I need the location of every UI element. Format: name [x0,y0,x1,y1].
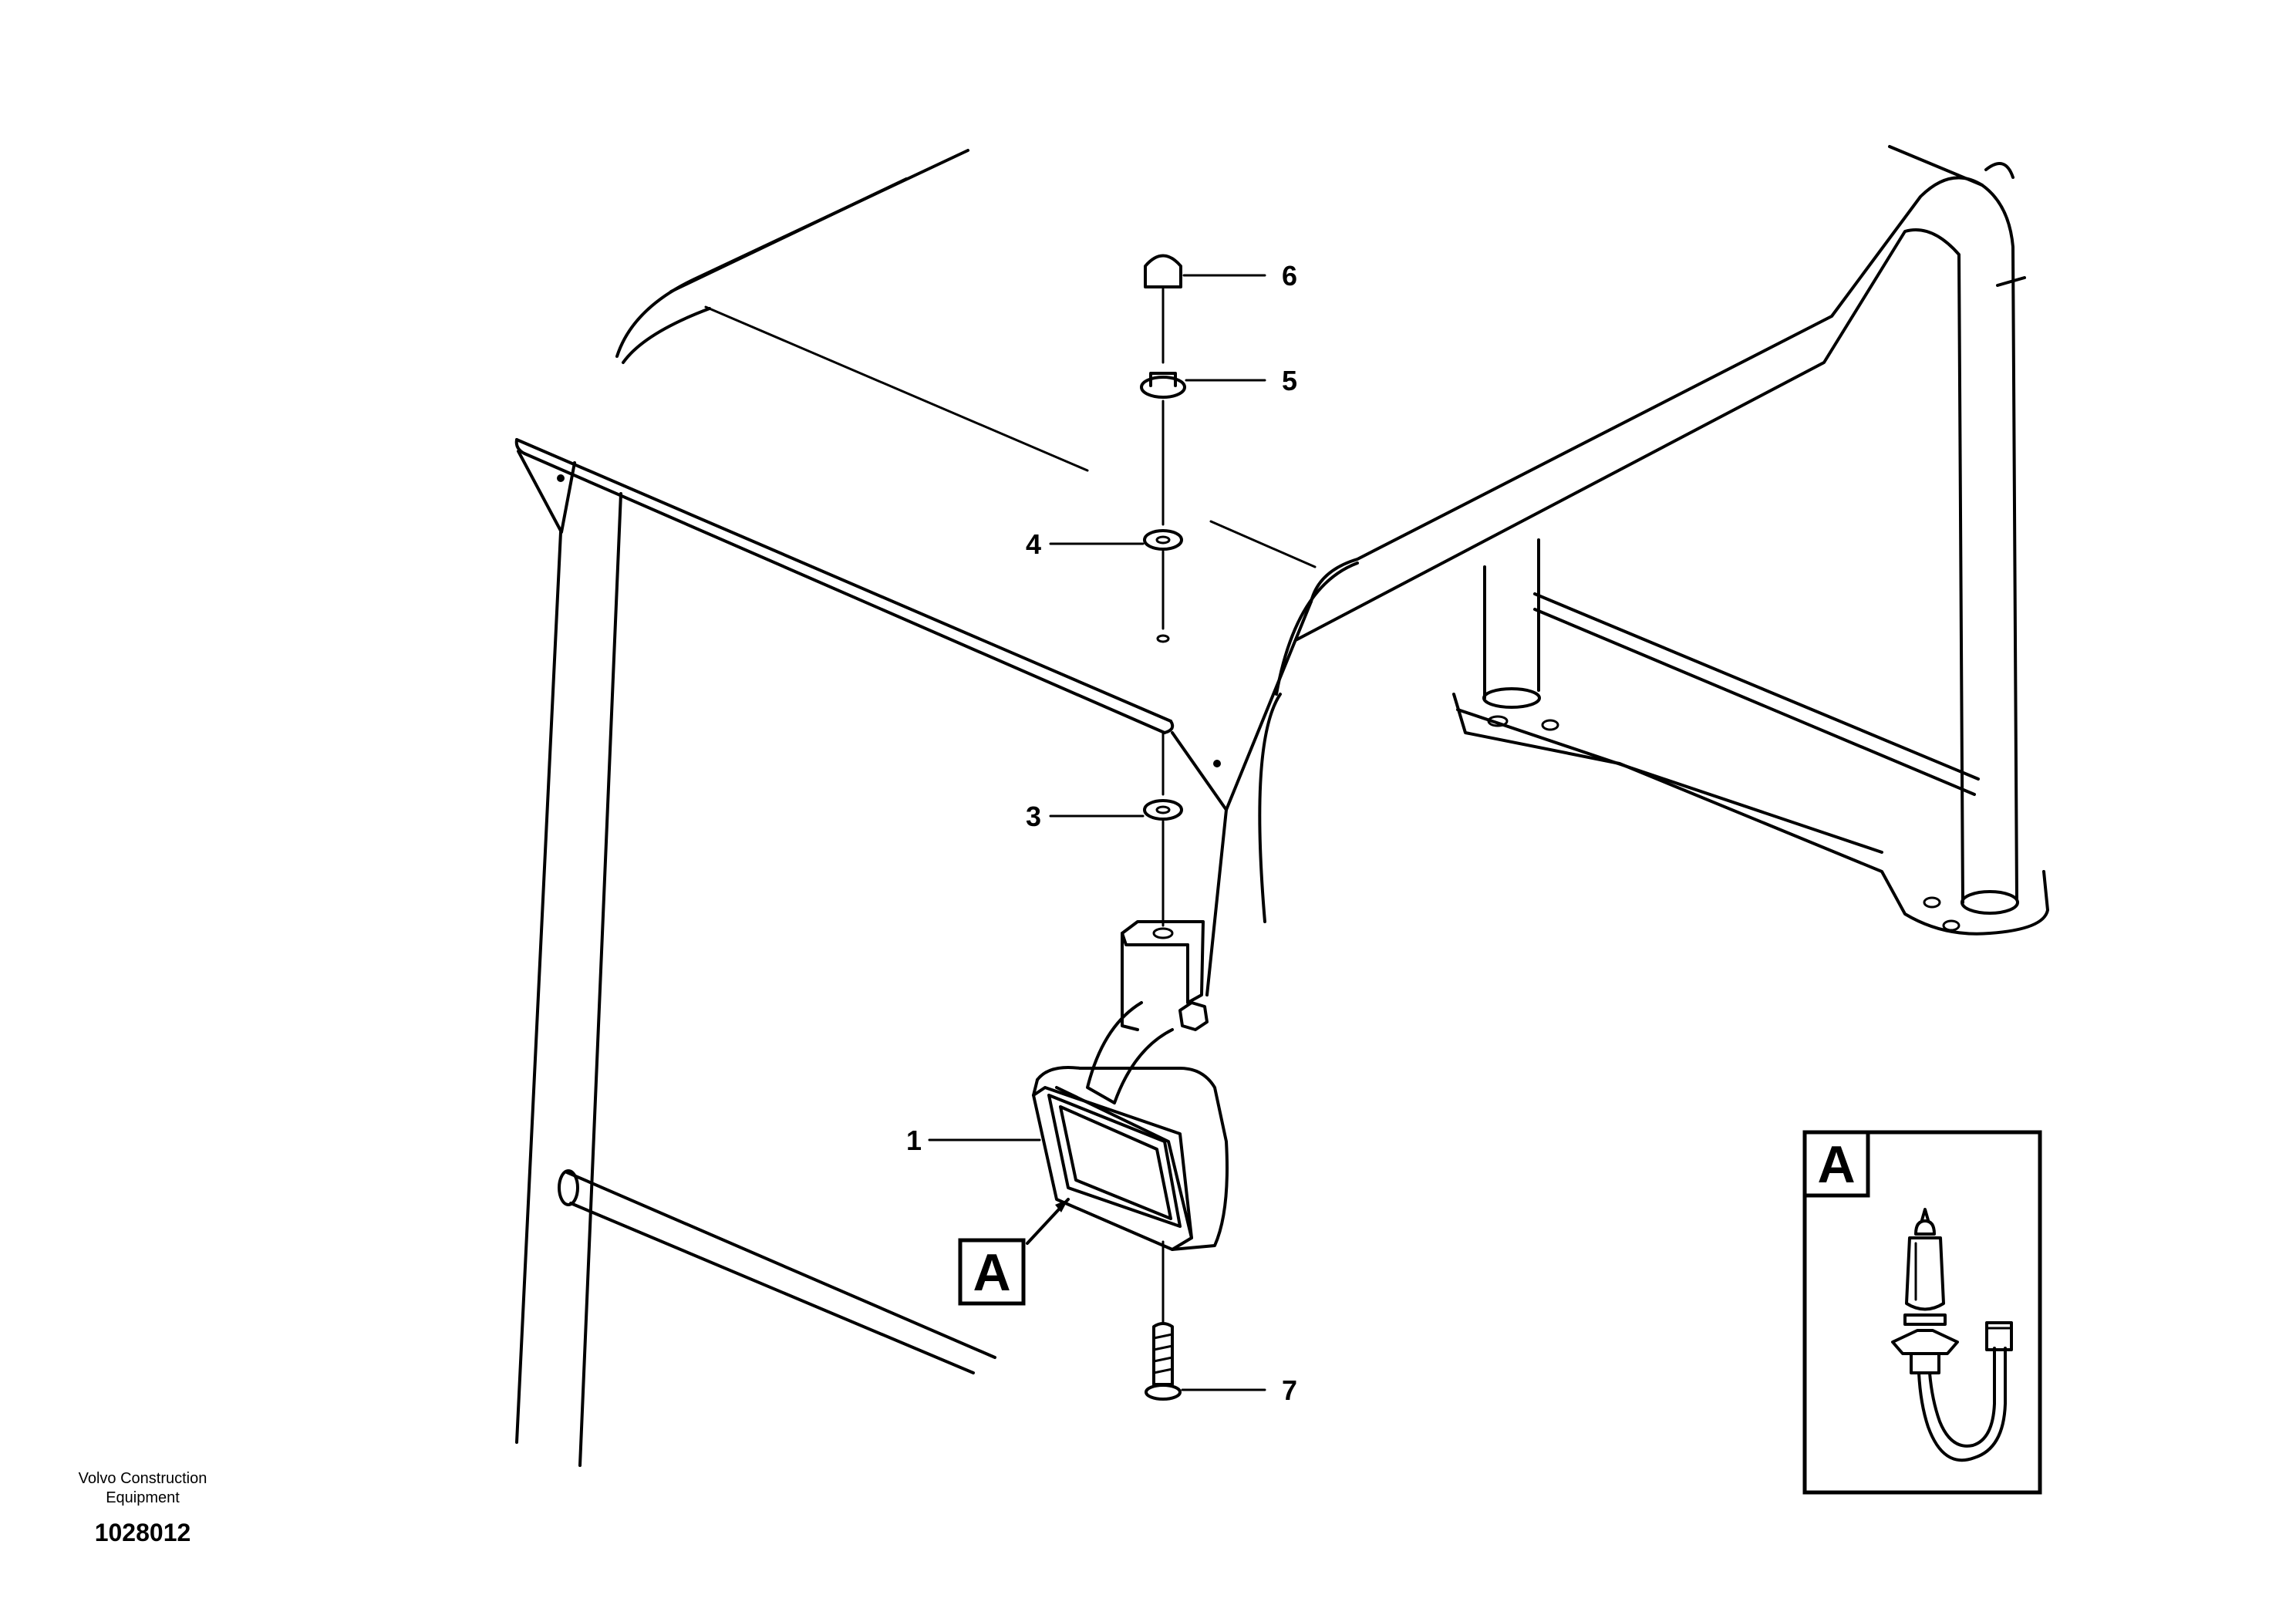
callout-3: 3 [1026,801,1041,832]
callout-4: 4 [1026,528,1041,560]
drawing-number: 1028012 [94,1519,191,1546]
flange-nut-part-5 [1140,372,1186,399]
reference-label-a: A [973,1243,1010,1302]
washer-part-3 [1143,799,1183,821]
work-lamp-part-1 [1032,920,1229,1251]
washer-part-4 [1143,529,1183,551]
bolt-part-7 [1145,1322,1182,1401]
cap-nut-part-6 [1144,254,1182,288]
detail-view-a: A [1802,1130,2042,1495]
footer: Volvo Construction Equipment 1028012 [46,1469,239,1547]
cab-frame [514,149,1317,1467]
leader-lines [928,274,1918,1391]
detail-label-a: A [1817,1135,1855,1194]
brand-line-1: Volvo Construction [78,1470,207,1487]
callout-7: 7 [1282,1374,1297,1406]
callout-1: 1 [906,1125,922,1156]
callout-5: 5 [1282,365,1297,396]
brand-line-2: Equipment [106,1489,180,1506]
bulb-part-2 [1891,1208,2013,1462]
rops-arch [1275,145,2049,936]
callout-6: 6 [1282,260,1297,292]
mounting-hole [1156,634,1170,643]
reference-box-a: A [958,1238,1026,1306]
